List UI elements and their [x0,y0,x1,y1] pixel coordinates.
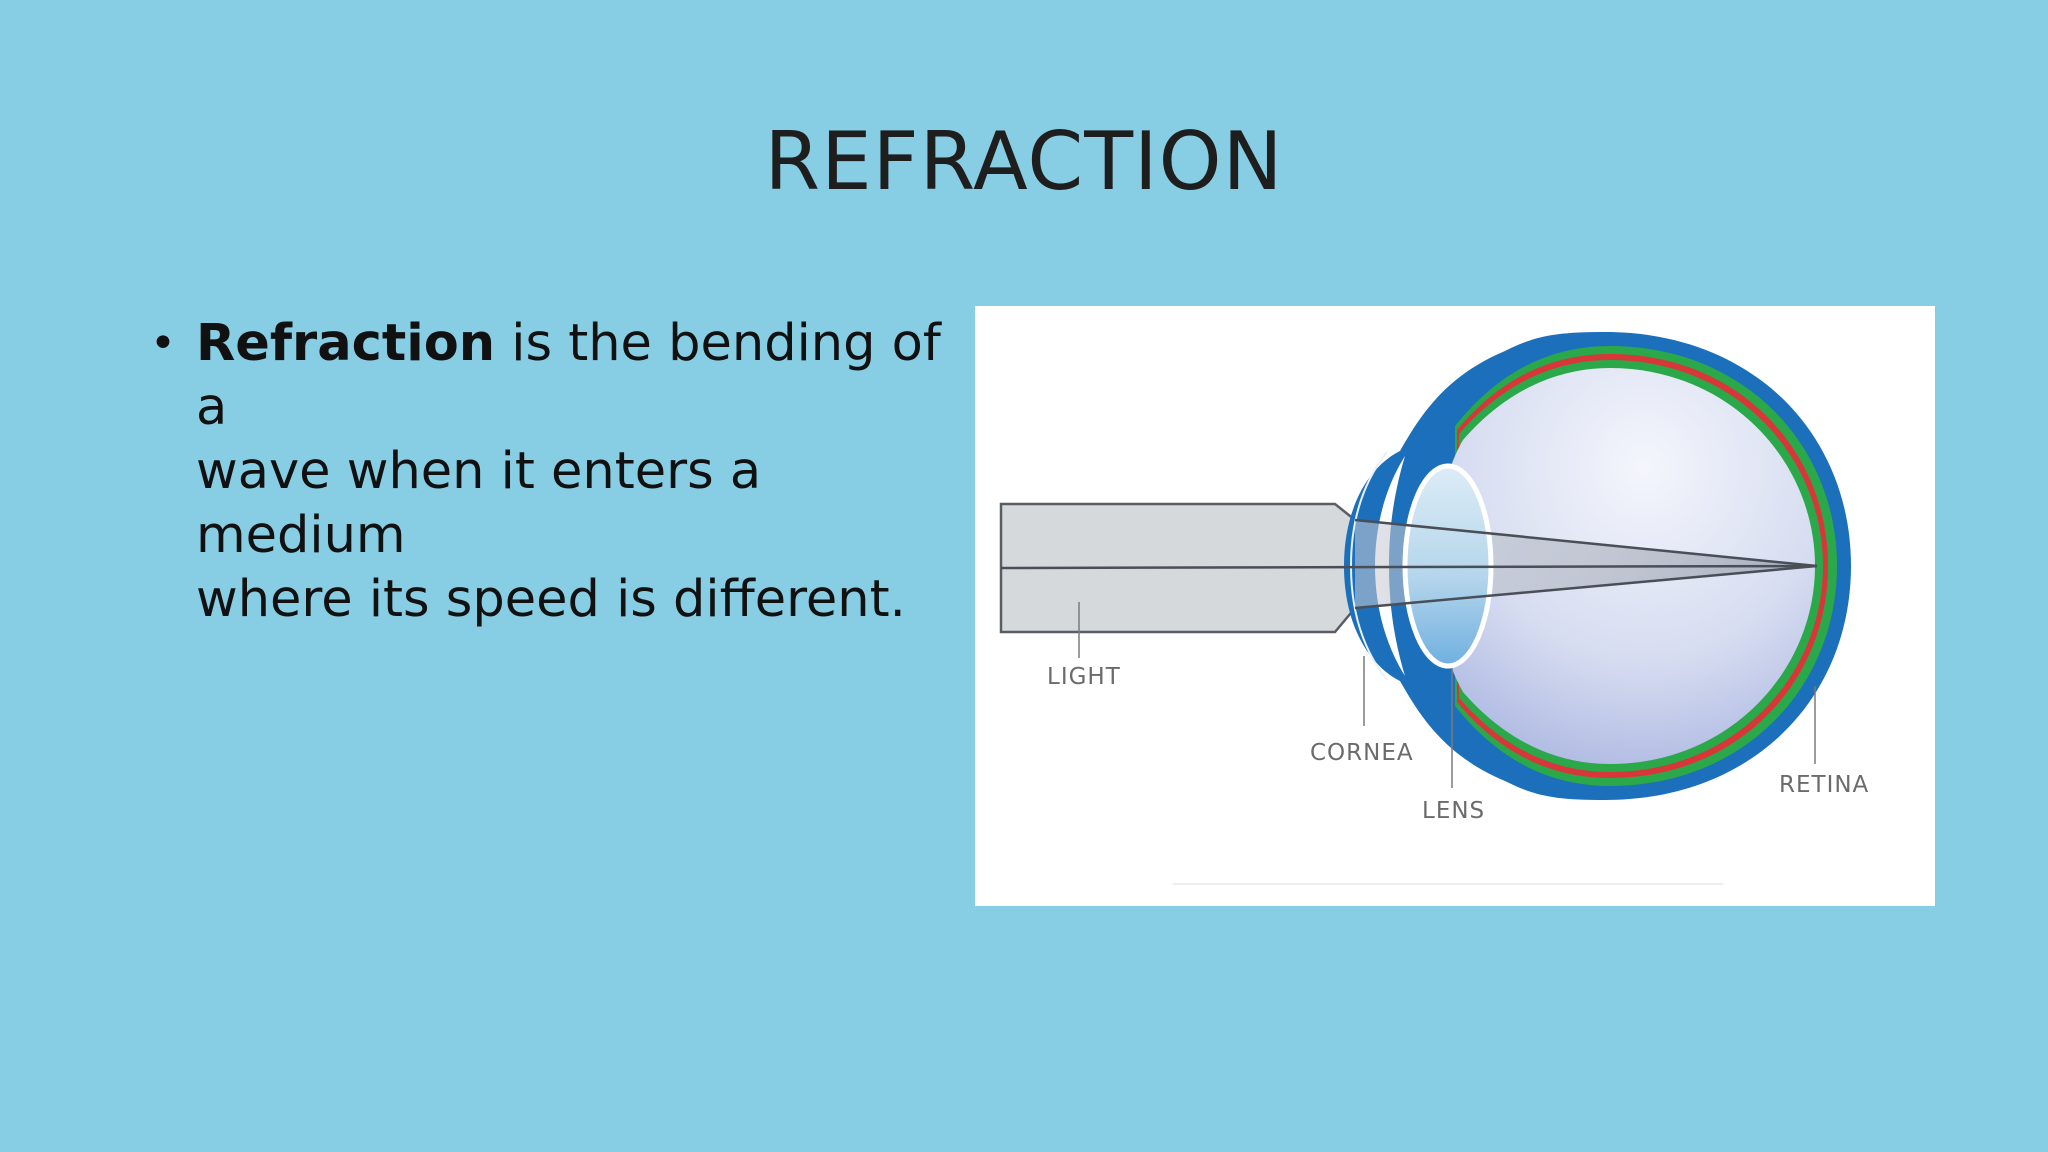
label-lens: LENS [1422,798,1485,824]
slide-title: REFRACTION [764,115,1284,208]
bullet-line1-rest: is the bending of a [196,314,941,437]
ray-top [1354,518,1818,568]
anterior-chamber [1375,456,1405,676]
label-retina: RETINA [1779,772,1869,798]
eye-diagram: LIGHT CORNEA LENS RETINA [999,332,1869,885]
eye-diagram-image: LIGHT CORNEA LENS RETINA [975,306,1935,906]
ray-bottom [1354,564,1818,610]
ray-middle [1000,564,1818,570]
bullet-line2: wave when it enters a medium [196,442,762,565]
bullet-term: Refraction [196,314,496,373]
label-cornea: CORNEA [1310,740,1414,766]
bullet-marker: • [150,318,176,369]
bullet-line3: where its speed is different. [196,570,906,629]
label-light: LIGHT [1047,664,1121,690]
